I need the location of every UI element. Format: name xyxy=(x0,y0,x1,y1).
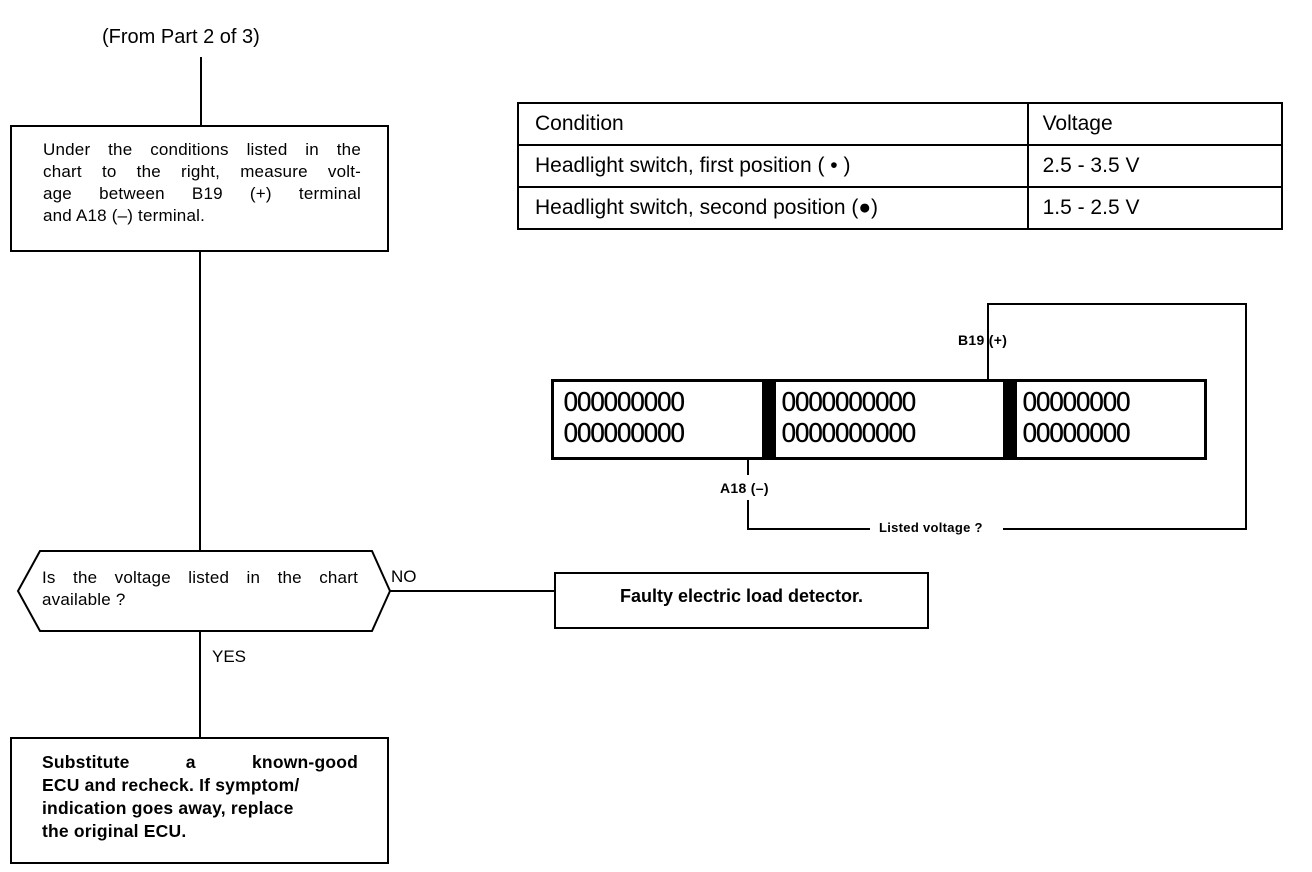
a18-terminal-label: A18 (–) xyxy=(720,480,769,496)
measure-step-line: age between B19 (+) terminal xyxy=(43,184,361,203)
substitute-ecu-line: the original ECU. xyxy=(42,821,187,841)
substitute-ecu-text: Substitute a known-good ECU and recheck.… xyxy=(42,751,358,843)
substitute-ecu-line: ECU and recheck. If symptom/ xyxy=(42,775,300,795)
probe-wire-top xyxy=(987,303,1247,305)
substitute-ecu-box xyxy=(10,737,389,864)
faulty-detector-text: Faulty electric load detector. xyxy=(619,586,864,606)
decision-line: available ? xyxy=(42,590,126,609)
probe-wire-right xyxy=(1245,303,1247,530)
table-cell-condition: Headlight switch, second position (●) xyxy=(517,186,1029,230)
decision-line: Is the voltage listed in the chart xyxy=(42,568,358,587)
listed-voltage-label: Listed voltage ? xyxy=(876,520,986,535)
b19-terminal-label: B19 (+) xyxy=(958,332,1008,348)
table-header-row: Condition Voltage xyxy=(517,102,1284,146)
table-row: Headlight switch, first position ( • ) 2… xyxy=(517,144,1284,188)
connector-line-mid xyxy=(199,251,201,551)
table-header-voltage: Voltage xyxy=(1026,102,1284,146)
connector-pins-left-top: OOOOOOOOO xyxy=(563,388,685,418)
probe-wire-bottom-right xyxy=(1003,528,1247,530)
faulty-detector-box xyxy=(554,572,929,629)
connector-divider-right xyxy=(1003,381,1017,458)
connector-pins-mid-top: OOOOOOOOOO xyxy=(781,388,917,418)
no-branch-label: NO xyxy=(391,567,417,586)
table-cell-voltage: 2.5 - 3.5 V xyxy=(1026,144,1284,188)
connector-pins-right-bottom: OOOOOOOO xyxy=(1022,419,1131,449)
table-row: Headlight switch, second position (●) 1.… xyxy=(517,186,1284,230)
connector-line-top xyxy=(200,57,202,127)
connector-pins-mid-bottom: OOOOOOOOOO xyxy=(781,419,917,449)
connector-pins-right-top: OOOOOOOO xyxy=(1022,388,1131,418)
measure-step-line: and A18 (–) terminal. xyxy=(43,206,206,225)
substitute-ecu-line: Substitute a known-good xyxy=(42,752,358,772)
measure-step-line: chart to the right, measure volt- xyxy=(43,162,361,181)
connector-body xyxy=(551,379,1207,460)
from-part-label: (From Part 2 of 3) xyxy=(102,26,260,48)
yes-branch-label: YES xyxy=(212,647,247,666)
connector-pins-left-bottom: OOOOOOOOO xyxy=(563,419,685,449)
measure-step-text: Under the conditions listed in the chart… xyxy=(43,139,361,227)
condition-table: Condition Voltage Headlight switch, firs… xyxy=(517,102,1284,230)
probe-wire-a18-lower xyxy=(747,500,749,530)
decision-text: Is the voltage listed in the chart avail… xyxy=(42,567,358,611)
connector-divider-left xyxy=(762,381,776,458)
measure-step-line: Under the conditions listed in the xyxy=(43,140,361,159)
substitute-ecu-line: indication goes away, replace xyxy=(42,798,294,818)
table-header-condition: Condition xyxy=(517,102,1029,146)
probe-wire-bottom-left xyxy=(747,528,870,530)
table-cell-voltage: 1.5 - 2.5 V xyxy=(1026,186,1284,230)
table-cell-condition: Headlight switch, first position ( • ) xyxy=(517,144,1029,188)
measure-step-box xyxy=(10,125,389,252)
probe-wire-b19-vertical xyxy=(987,303,989,397)
